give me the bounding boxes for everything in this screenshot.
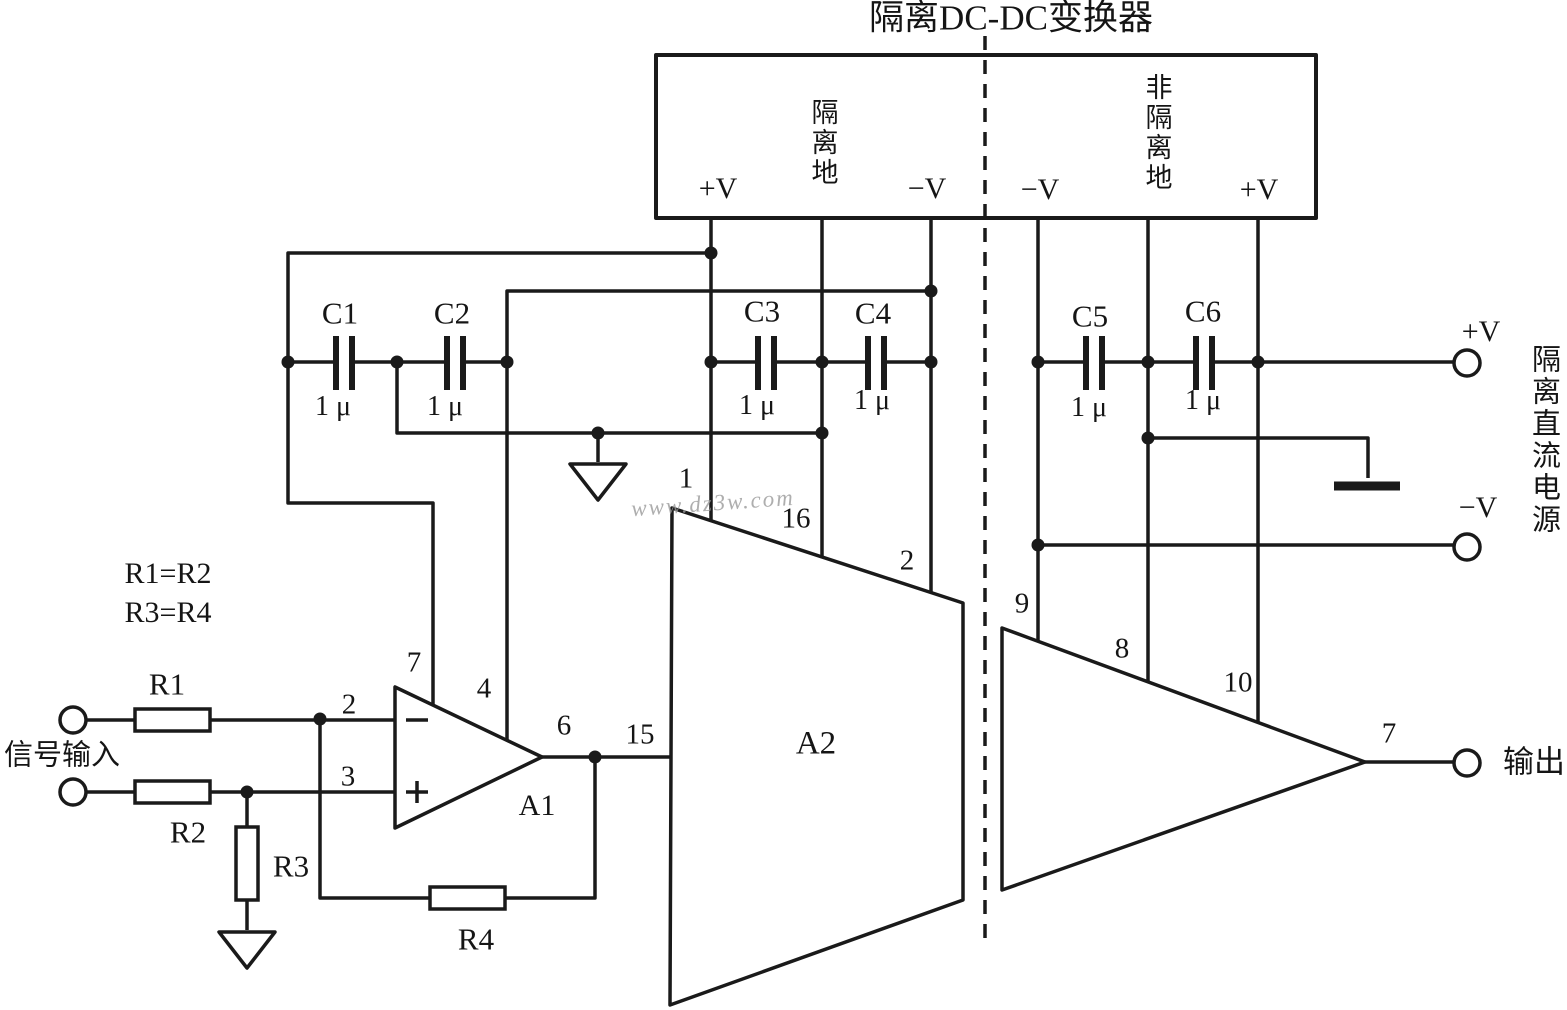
a2-pin2-label: 2 [899,544,915,577]
r2-resistor-body [133,779,212,805]
wire-chassis-ground-tap [1148,436,1370,478]
a2-isolated-side-body [668,506,965,1007]
box-label-vplus-right: +V [1239,173,1279,206]
junction-dots [240,246,1265,799]
supply-plus-label: +V [1461,315,1501,348]
r2-label: R2 [169,814,207,850]
r1-resistor-body [133,707,212,733]
supply-minus-terminal [1452,532,1482,562]
wire-feedback-r4 [318,719,597,900]
c3-label: C3 [743,293,781,329]
signal-input-label: 信号输入 [3,739,121,772]
r3-label: R3 [272,848,310,884]
supply-plus-terminal [1452,348,1482,378]
ground-symbol-r3 [217,930,277,970]
c4-value: 1 μ [853,385,891,416]
equation-r1r2: R1=R2 [124,557,212,590]
supply-minus-label: −V [1458,491,1498,524]
c2-value: 1 μ [426,391,464,422]
a1-pin7-label: 7 [406,646,422,679]
a1-pin3-label: 3 [340,760,356,793]
a2-pin8-label: 8 [1114,632,1130,665]
a1-pin4-label: 4 [476,672,492,705]
r4-resistor-body [428,885,507,911]
c5-label: C5 [1071,298,1109,334]
wire-vplus-rail [286,251,711,707]
r4-label: R4 [457,921,495,957]
c6-label: C6 [1184,293,1222,329]
box-label-vminus-right: −V [1020,173,1060,206]
c2-label: C2 [433,295,471,331]
capacitor-plates [333,336,1215,390]
box-label-isolated-ground: 隔离地 [807,98,838,188]
r1-label: R1 [148,666,186,702]
c1-value: 1 μ [314,391,352,422]
input-terminal-bottom [58,777,88,807]
r3-resistor-body [234,825,260,902]
c5-value: 1 μ [1070,392,1108,423]
output-label: 输出 [1503,744,1565,780]
box-label-nonisolated-ground: 非隔离地 [1141,73,1172,193]
a2-pin1-label: 1 [678,462,694,495]
equation-r3r4: R3=R4 [124,596,212,629]
a1-name-label: A1 [518,789,556,822]
a2-pin7-output-label: 7 [1381,717,1397,750]
input-terminal-top [58,705,88,735]
ground-symbol-isolated [568,462,628,502]
box-label-vplus-left: +V [698,172,738,205]
a2-name-label: A2 [795,725,837,762]
a2-pin9-label: 9 [1014,587,1030,620]
a1-pin2-label: 2 [341,688,357,721]
a1-opamp-triangle [393,685,544,830]
box-label-vminus-left: −V [907,172,947,205]
c1-label: C1 [321,295,359,331]
supply-source-label: 隔离直流电源 [1527,344,1560,536]
c6-value: 1 μ [1184,385,1222,416]
wire-isolated-ground-rail [395,362,822,435]
a1-pin6-label: 6 [556,709,572,742]
a1-noninverting-plus-mark [406,781,428,803]
a2-output-side-triangle [1000,626,1367,892]
a2-pin15-label: 15 [625,718,655,751]
c4-label: C4 [854,295,892,331]
a2-pin10-label: 10 [1223,666,1253,699]
c3-value: 1 μ [738,390,776,421]
a2-pin16-label: 16 [781,502,811,535]
output-terminal [1452,748,1482,778]
diagram-title: 隔离DC-DC变换器 [869,0,1153,38]
wire-vminus-rail [505,289,931,741]
